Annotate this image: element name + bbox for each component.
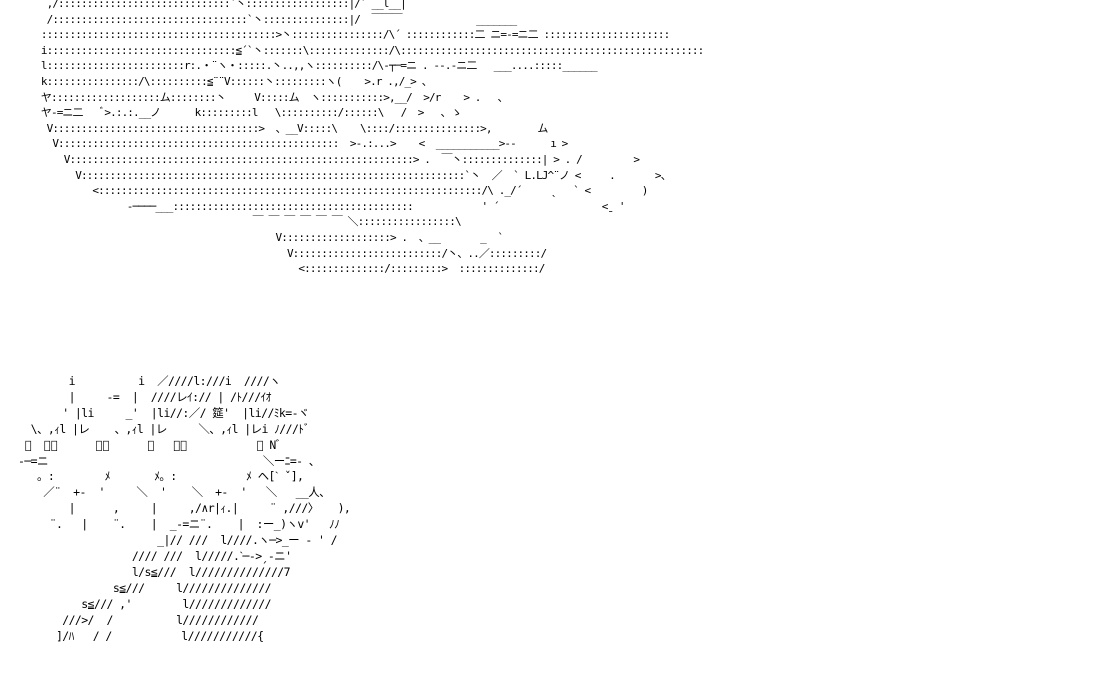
ascii-art-upper-figure: ,/::::::::::::::::::::::::::::::`丶::::::…	[40, 0, 704, 276]
ascii-art-lower-figure: i i ／////l:///i ////ヽ | -= | ////レｲ:// |…	[18, 374, 351, 643]
